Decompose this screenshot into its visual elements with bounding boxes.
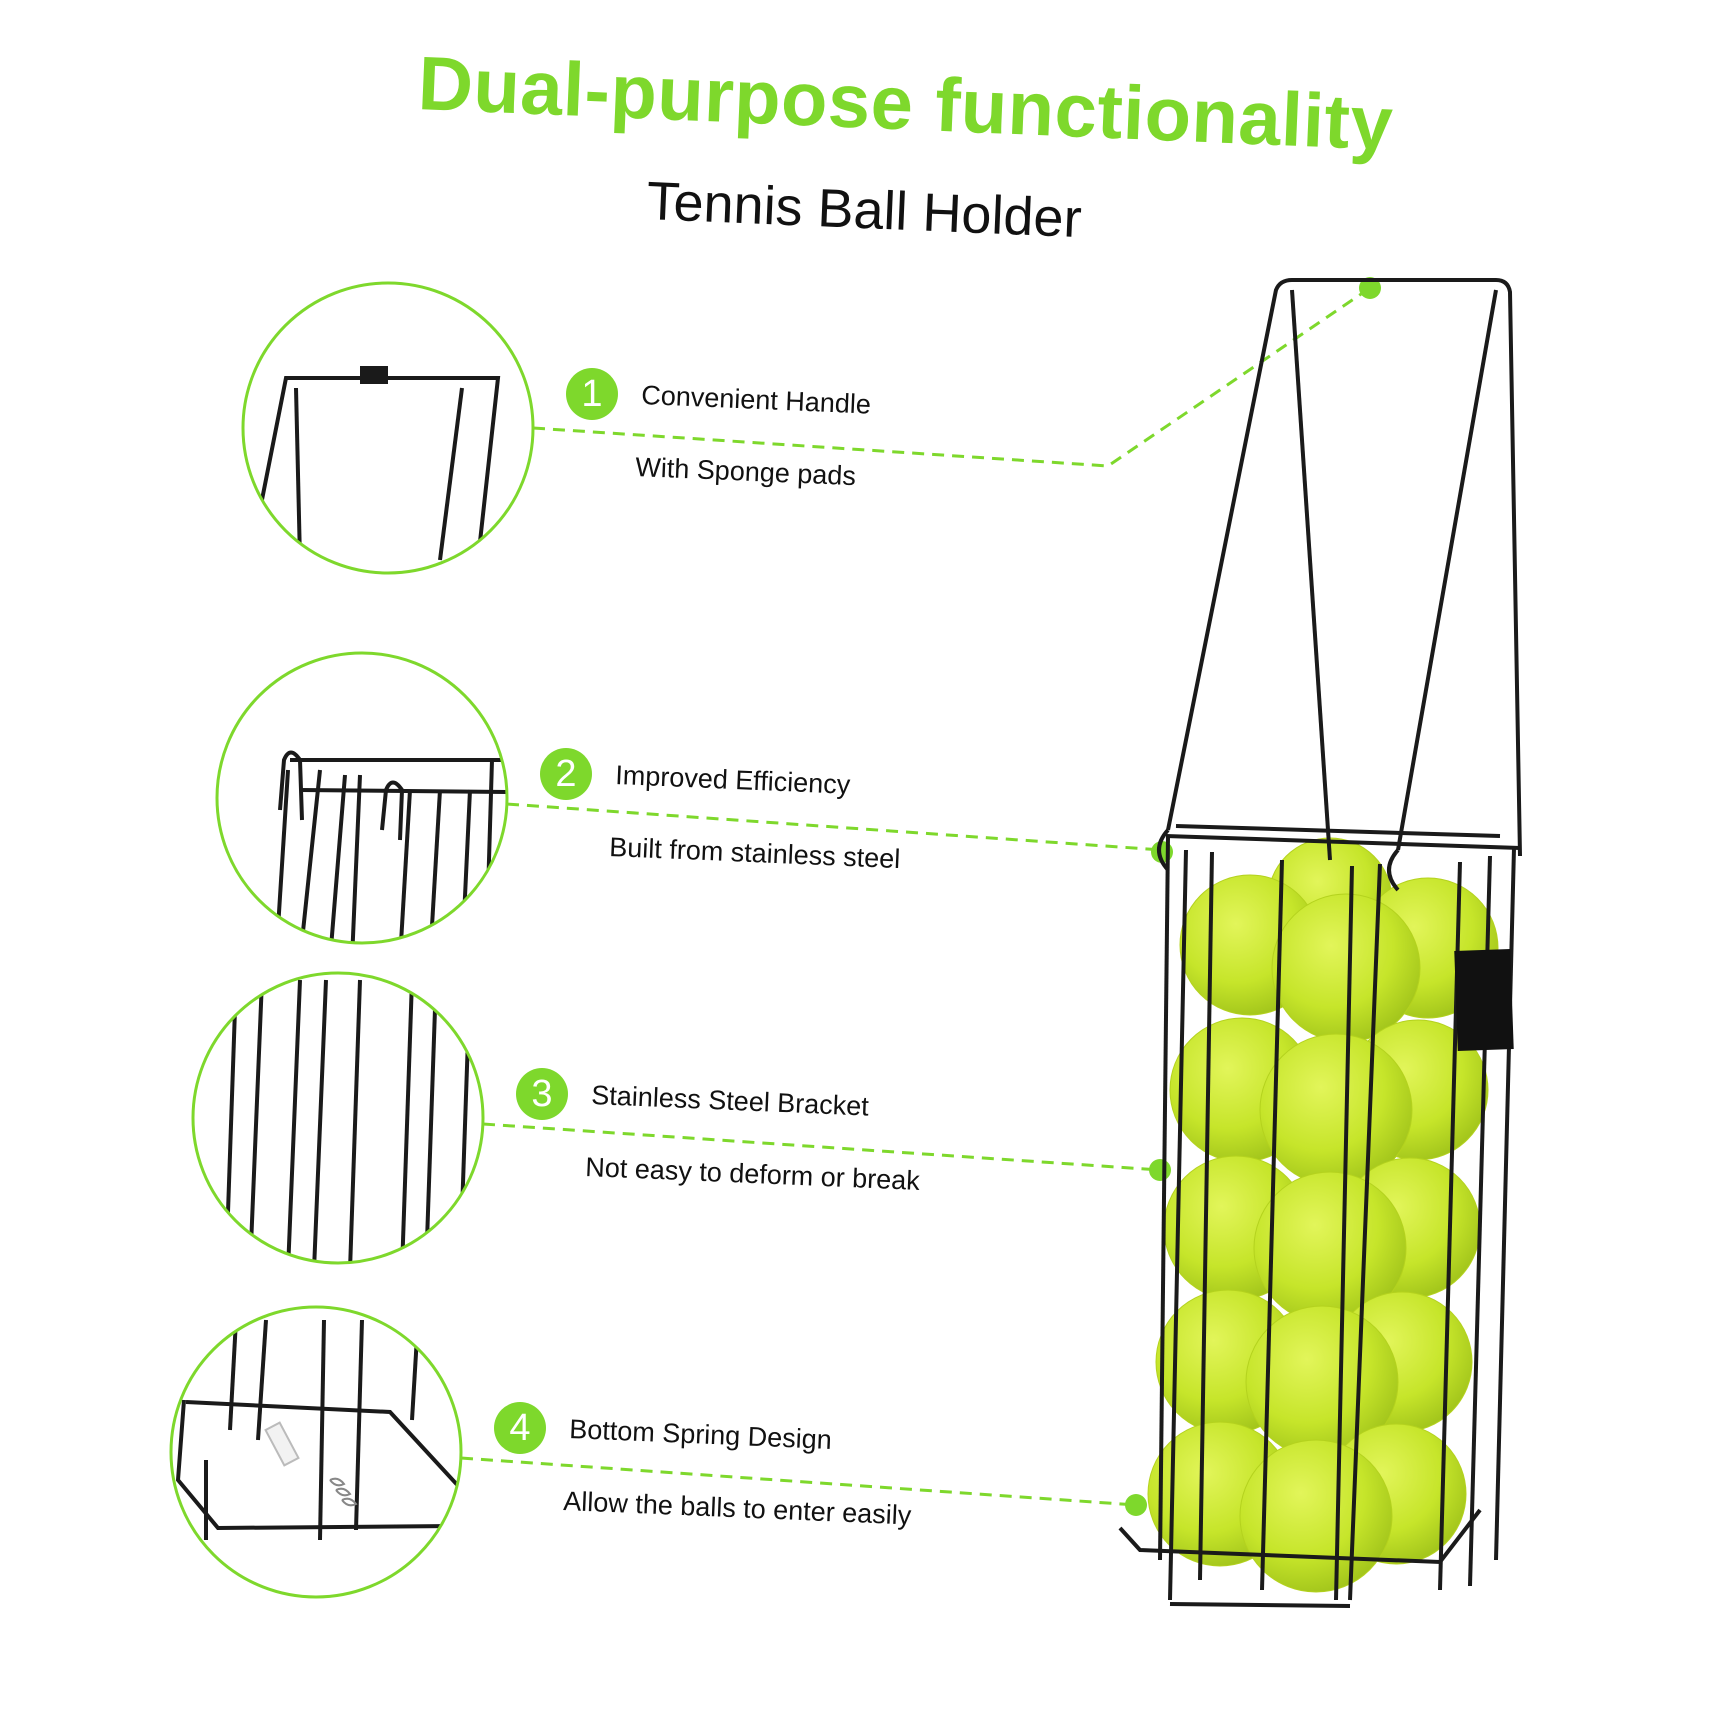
tennis-ball-basket xyxy=(1118,278,1522,1608)
feature-title: Bottom Spring Design xyxy=(568,1414,833,1455)
sponge-pad xyxy=(1454,949,1514,1051)
detail-circle-handle xyxy=(241,281,535,575)
feature-2: 2 Improved Efficiency Built from stainle… xyxy=(540,748,1060,908)
detail-circle-bracket xyxy=(191,971,485,1265)
feature-number-badge: 3 xyxy=(516,1068,568,1120)
feature-subtitle: Allow the balls to enter easily xyxy=(562,1486,912,1531)
connector-lines xyxy=(460,286,1371,1507)
feature-number-badge: 2 xyxy=(540,748,592,800)
feature-title: Convenient Handle xyxy=(640,380,872,420)
detail-circle-spring xyxy=(169,1305,463,1599)
feature-4: 4 Bottom Spring Design Allow the balls t… xyxy=(494,1402,1014,1562)
feature-subtitle: With Sponge pads xyxy=(634,452,857,492)
basket-wire-frame xyxy=(1118,278,1522,1608)
feature-number-badge: 1 xyxy=(566,368,618,420)
feature-3: 3 Stainless Steel Bracket Not easy to de… xyxy=(516,1068,1036,1228)
feature-title: Stainless Steel Bracket xyxy=(590,1080,870,1122)
feature-number-badge: 4 xyxy=(494,1402,546,1454)
detail-circle-hooks xyxy=(215,651,509,945)
feature-subtitle: Built from stainless steel xyxy=(608,832,901,875)
feature-1: 1 Convenient Handle With Sponge pads xyxy=(566,368,1086,528)
feature-title: Improved Efficiency xyxy=(614,760,851,800)
feature-subtitle: Not easy to deform or break xyxy=(584,1152,921,1196)
